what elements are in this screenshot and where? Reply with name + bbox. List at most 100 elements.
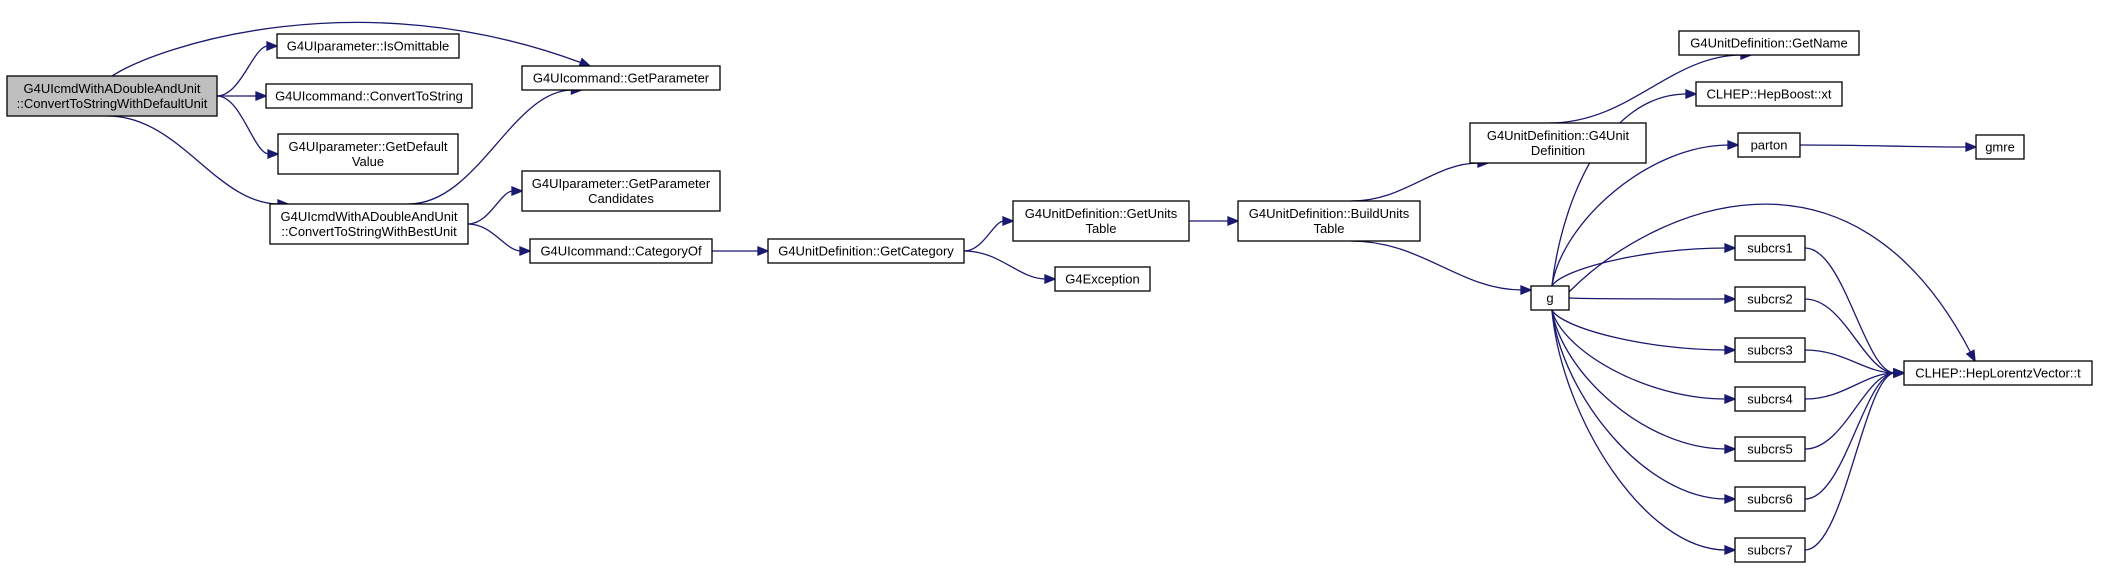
node-g4unitdef[interactable]: G4UnitDefinition::G4UnitDefinition	[1469, 122, 1647, 164]
node-label-getparamcand-line1: G4UIparameter::GetParameter	[532, 176, 711, 191]
edge-subcrs1-to-heplorentz	[1804, 247, 1906, 378]
node-subcrs3[interactable]: subcrs3	[1734, 337, 1806, 363]
node-box-gmre	[1975, 134, 2025, 160]
edge-subcrs2-to-heplorentz	[1804, 298, 1906, 378]
node-g[interactable]: g	[1530, 285, 1570, 311]
node-label-gmre-line1: gmre	[1985, 140, 2015, 155]
arrowhead-getcategory-to-g4exception	[1044, 274, 1057, 284]
edge-line-root-to-getdefault	[216, 95, 270, 155]
node-box-g4exception	[1054, 266, 1151, 292]
node-box-getparamcand	[521, 170, 721, 212]
arrowhead-g-to-subcrs5	[1724, 444, 1737, 454]
node-label-getparameter-line1: G4UIcommand::GetParameter	[533, 71, 710, 86]
node-box-heplorentz	[1903, 360, 2093, 386]
edge-subcrs7-to-heplorentz	[1804, 368, 1906, 551]
node-box-subcrs2	[1734, 286, 1806, 312]
edge-line-subcrs3-to-heplorentz	[1804, 349, 1896, 374]
arrowhead-getcategory-to-getunitstable	[1002, 216, 1015, 226]
node-bestunit[interactable]: G4UIcmdWithADoubleAndUnit::ConvertToStri…	[269, 203, 469, 245]
node-label-subcrs4-line1: subcrs4	[1747, 392, 1793, 407]
node-box-subcrs1	[1734, 235, 1806, 261]
node-label-subcrs2-line1: subcrs2	[1747, 292, 1793, 307]
node-label-isomittable-line1: G4UIparameter::IsOmittable	[287, 39, 450, 54]
node-label-g4exception-line1: G4Exception	[1065, 272, 1139, 287]
node-label-subcrs1-line1: subcrs1	[1747, 241, 1793, 256]
edge-g-to-subcrs7	[1551, 309, 1737, 555]
node-label-root-line1: G4UIcmdWithADoubleAndUnit	[23, 81, 200, 96]
edge-root-to-getdefault	[216, 95, 280, 159]
node-box-subcrs4	[1734, 386, 1806, 412]
edge-line-g-to-subcrs5	[1551, 309, 1727, 450]
node-box-getparameter	[521, 65, 721, 91]
node-box-root	[6, 75, 218, 117]
edge-line-g-to-parton	[1551, 144, 1730, 287]
edge-line-root-to-isomittable	[216, 45, 269, 97]
node-label-getunitstable-line1: G4UnitDefinition::GetUnits	[1025, 206, 1178, 221]
node-box-getname	[1678, 30, 1860, 56]
node-hepboost[interactable]: CLHEP::HepBoost::xt	[1695, 81, 1843, 107]
edge-line-buildunits-to-g	[1350, 240, 1523, 291]
edge-categoryof-to-getcategory	[712, 246, 770, 256]
node-convtostring[interactable]: G4UIcommand::ConvertToString	[265, 83, 473, 109]
edge-line-g-to-heplorentz	[1568, 203, 1972, 354]
arrowhead-g-to-subcrs3	[1724, 345, 1737, 355]
edge-subcrs6-to-heplorentz	[1804, 368, 1906, 500]
edge-line-bestunit-to-categoryof	[467, 223, 522, 252]
edge-line-bestunit-to-getparamcand	[467, 190, 514, 225]
arrowhead-root-to-convtostring	[255, 91, 268, 101]
edge-line-g-to-subcrs1	[1551, 247, 1727, 287]
node-label-getcategory-line1: G4UnitDefinition::GetCategory	[778, 244, 954, 259]
node-parton[interactable]: parton	[1737, 132, 1801, 158]
node-isomittable[interactable]: G4UIparameter::IsOmittable	[276, 33, 460, 59]
node-subcrs2[interactable]: subcrs2	[1734, 286, 1806, 312]
arrowhead-parton-to-gmre	[1965, 142, 1978, 152]
node-label-subcrs5-line1: subcrs5	[1747, 442, 1793, 457]
node-getname[interactable]: G4UnitDefinition::GetName	[1678, 30, 1860, 56]
node-getparameter[interactable]: G4UIcommand::GetParameter	[521, 65, 721, 91]
edge-bestunit-to-categoryof	[467, 223, 532, 256]
edge-line-subcrs7-to-heplorentz	[1804, 372, 1896, 551]
node-getcategory[interactable]: G4UnitDefinition::GetCategory	[767, 238, 965, 264]
edge-getcategory-to-getunitstable	[963, 216, 1015, 252]
node-box-subcrs7	[1734, 537, 1806, 563]
node-box-categoryof	[529, 238, 713, 264]
edge-bestunit-to-getparamcand	[467, 186, 524, 225]
node-label-getdefault-line1: G4UIparameter::GetDefault	[289, 139, 448, 154]
node-label-convtostring-line1: G4UIcommand::ConvertToString	[275, 89, 463, 104]
node-subcrs1[interactable]: subcrs1	[1734, 235, 1806, 261]
edge-line-subcrs6-to-heplorentz	[1804, 372, 1896, 500]
edge-line-bestunit-to-getparameter	[408, 89, 573, 205]
arrowhead-root-to-getdefault	[267, 149, 280, 159]
edge-getunitstable-to-buildunits	[1189, 216, 1240, 226]
node-label-categoryof-line1: G4UIcommand::CategoryOf	[540, 244, 702, 259]
arrowhead-g-to-subcrs4	[1724, 394, 1737, 404]
arrowhead-g-to-subcrs2	[1724, 294, 1737, 304]
node-categoryof[interactable]: G4UIcommand::CategoryOf	[529, 238, 713, 264]
edge-line-subcrs5-to-heplorentz	[1804, 372, 1896, 450]
node-g4exception[interactable]: G4Exception	[1054, 266, 1151, 292]
edge-line-g4unitdef-to-getname	[1549, 54, 1743, 124]
node-box-subcrs5	[1734, 436, 1806, 462]
edge-buildunits-to-g4unitdef	[1350, 158, 1490, 202]
arrowhead-g-to-hepboost	[1685, 89, 1698, 99]
arrowhead-categoryof-to-getcategory	[757, 246, 770, 256]
node-subcrs6[interactable]: subcrs6	[1734, 486, 1806, 512]
node-label-g4unitdef-line2: Definition	[1531, 143, 1585, 158]
node-subcrs4[interactable]: subcrs4	[1734, 386, 1806, 412]
node-subcrs7[interactable]: subcrs7	[1734, 537, 1806, 563]
edge-line-getcategory-to-getunitstable	[963, 220, 1005, 252]
node-subcrs5[interactable]: subcrs5	[1734, 436, 1806, 462]
node-box-bestunit	[269, 203, 469, 245]
edge-line-g-to-subcrs6	[1551, 309, 1727, 500]
node-heplorentz[interactable]: CLHEP::HepLorentzVector::t	[1903, 360, 2093, 386]
node-gmre[interactable]: gmre	[1975, 134, 2025, 160]
edge-parton-to-gmre	[1799, 142, 1978, 152]
node-root[interactable]: G4UIcmdWithADoubleAndUnit::ConvertToStri…	[6, 75, 218, 117]
arrowhead-g-to-parton	[1727, 140, 1740, 150]
edge-line-g-to-subcrs2	[1568, 297, 1727, 300]
